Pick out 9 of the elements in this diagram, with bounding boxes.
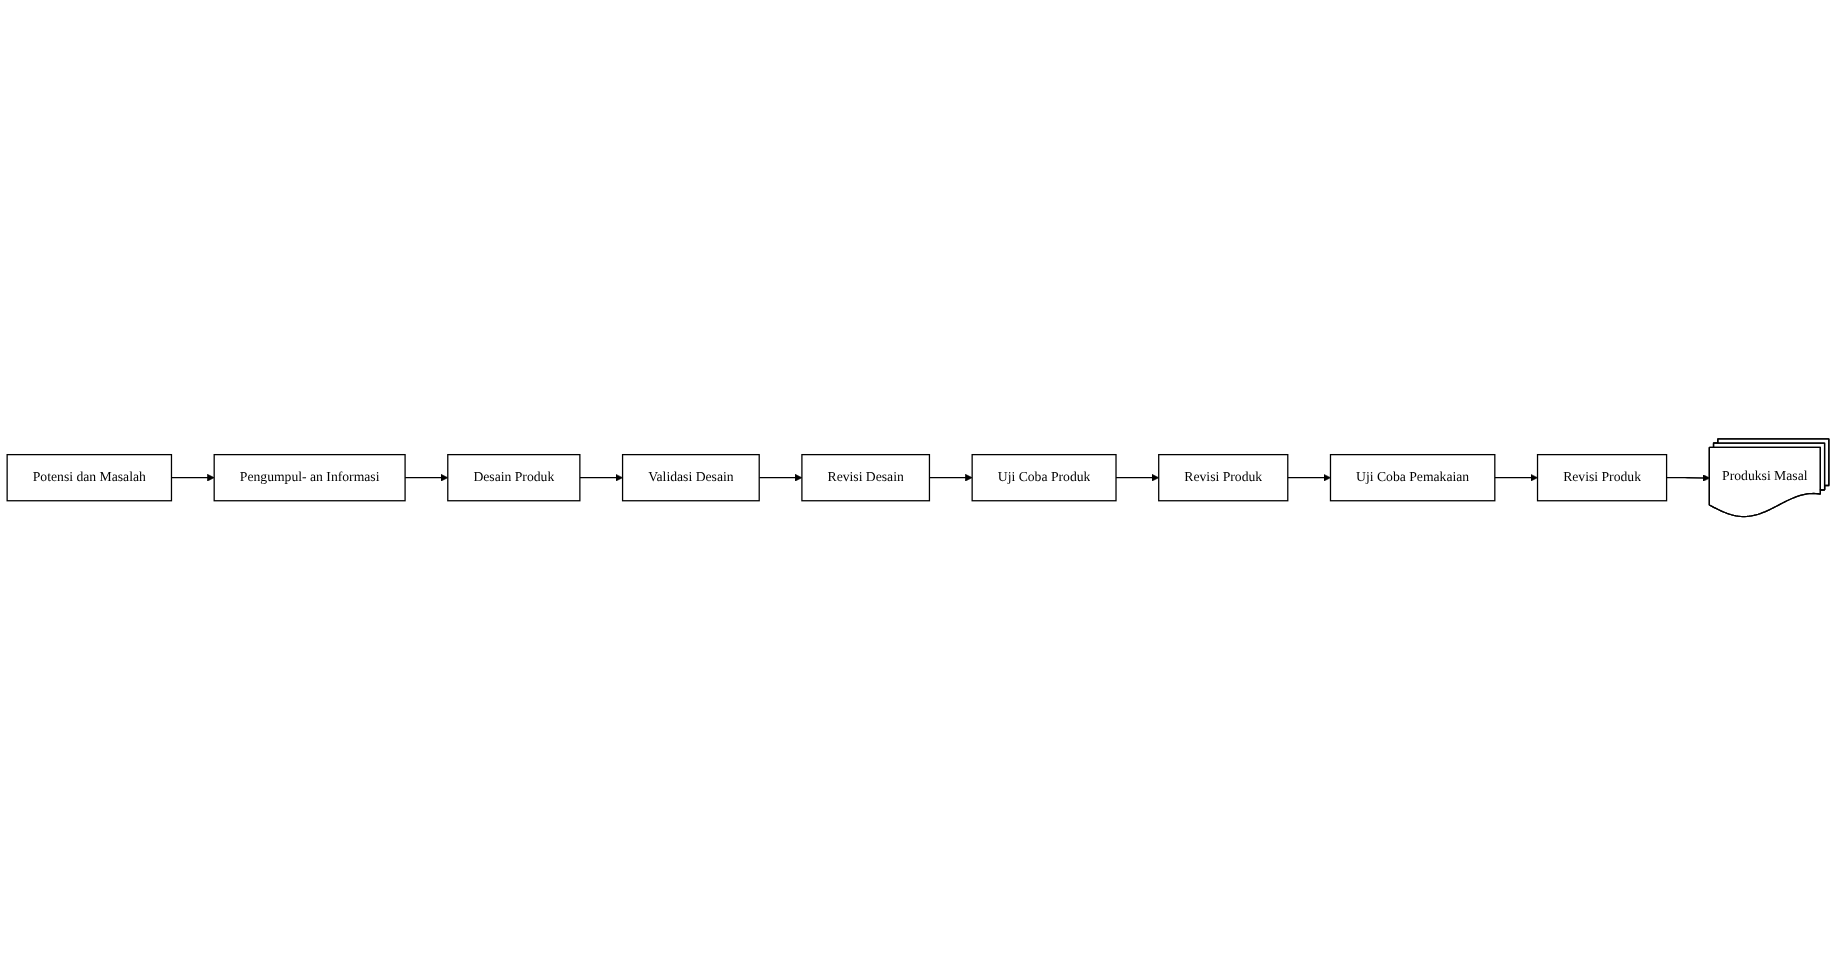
arrow [170, 474, 215, 482]
arrow [1287, 474, 1331, 482]
arrow [758, 474, 803, 482]
arrow [1665, 474, 1711, 483]
arrow [579, 474, 623, 482]
arrow [404, 474, 449, 482]
arrow [1115, 474, 1160, 482]
arrow [928, 474, 973, 482]
arrow [1494, 474, 1538, 482]
